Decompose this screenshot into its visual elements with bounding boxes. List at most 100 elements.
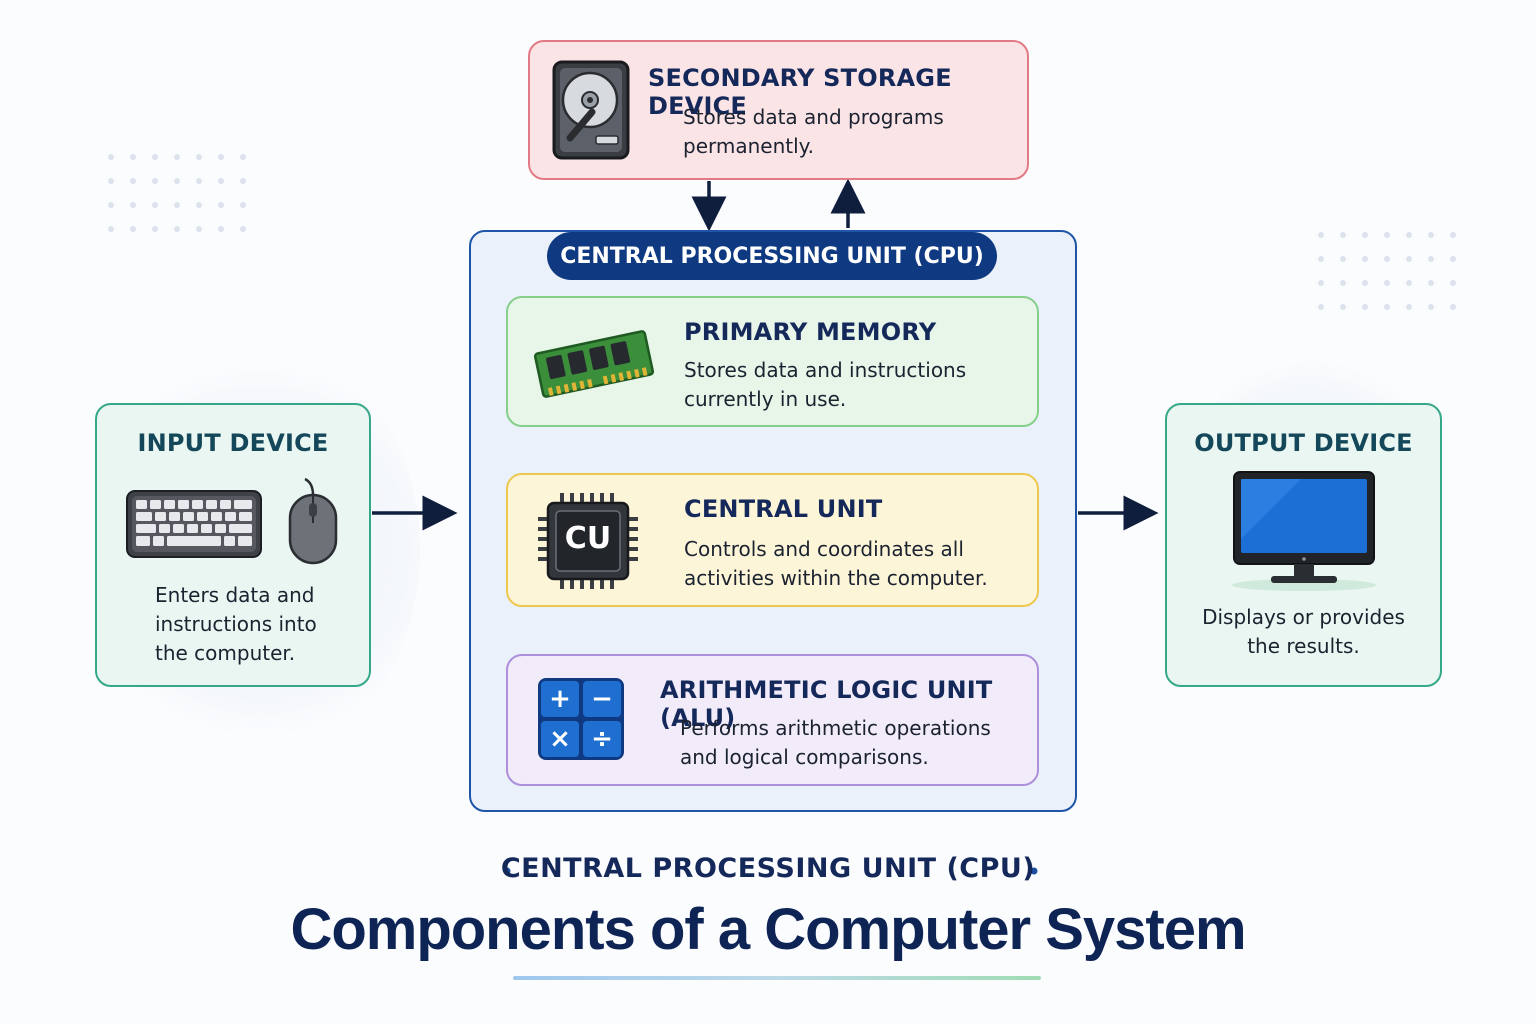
minus-key: − — [583, 681, 621, 717]
input-description: Enters data and instructions into the co… — [155, 581, 317, 668]
decorative-dot — [130, 178, 136, 184]
decorative-dot — [196, 202, 202, 208]
cu-desc-line: activities within the computer. — [684, 566, 988, 590]
storage-description: Stores data and programs permanently. — [683, 103, 1013, 161]
cu-desc-line: Controls and coordinates all — [684, 537, 964, 561]
monitor-icon — [1231, 469, 1377, 599]
decorative-dot — [1450, 304, 1456, 310]
memory-desc-line: currently in use. — [684, 387, 847, 411]
decorative-dot — [1406, 256, 1412, 262]
input-desc-line: instructions into — [155, 612, 317, 636]
decorative-dot — [174, 154, 180, 160]
decorative-dot — [1428, 232, 1434, 238]
hard-drive-icon — [552, 60, 630, 164]
decorative-dot — [1406, 232, 1412, 238]
storage-desc-line: permanently. — [683, 134, 815, 158]
decorative-dot — [1406, 280, 1412, 286]
diagram-title: Components of a Computer System — [290, 897, 1246, 962]
central-unit-description: Controls and coordinates all activities … — [684, 535, 988, 593]
decorative-dot — [1318, 304, 1324, 310]
keyboard-icon — [125, 489, 263, 563]
memory-desc-line: Stores data and instructions — [684, 358, 967, 382]
subtitle-decoration — [365, 867, 1160, 875]
decorative-dot — [1362, 232, 1368, 238]
decorative-dot — [1318, 280, 1324, 286]
memory-title: PRIMARY MEMORY — [684, 318, 937, 346]
decorative-dot — [240, 178, 246, 184]
output-desc-line: the results. — [1247, 634, 1360, 658]
ram-icon — [532, 316, 656, 416]
input-desc-line: Enters data and — [155, 583, 315, 607]
output-description: Displays or provides the results. — [1167, 603, 1440, 661]
decorative-dot — [152, 226, 158, 232]
decorative-dot — [1362, 304, 1368, 310]
mouse-icon — [287, 477, 339, 571]
decorative-dot — [1384, 280, 1390, 286]
decorative-dot — [1340, 256, 1346, 262]
decorative-dot — [130, 202, 136, 208]
storage-title: SECONDARY STORAGE DEVICE — [648, 64, 952, 120]
decorative-dot — [218, 226, 224, 232]
decorative-dot — [1450, 280, 1456, 286]
decorative-dot — [1340, 280, 1346, 286]
decorative-dot — [152, 178, 158, 184]
decorative-dot — [1362, 256, 1368, 262]
decorative-dot — [108, 178, 114, 184]
decorative-dot — [196, 154, 202, 160]
decorative-dot — [1384, 304, 1390, 310]
output-title: OUTPUT DEVICE — [1194, 429, 1413, 457]
diagram-subtitle: CENTRAL PROCESSING UNIT (CPU) — [500, 853, 1036, 884]
output-desc-line: Displays or provides — [1202, 605, 1405, 629]
memory-description: Stores data and instructions currently i… — [684, 356, 966, 414]
decorative-dot — [1406, 304, 1412, 310]
input-device-box: INPUT DEVICE Enters dat — [95, 403, 371, 687]
input-desc-line: the computer. — [155, 641, 296, 665]
multiply-key: × — [541, 721, 579, 757]
decorative-dot — [108, 154, 114, 160]
decorative-dot — [1340, 304, 1346, 310]
decorative-dot — [1362, 280, 1368, 286]
decorative-dot — [1428, 304, 1434, 310]
decorative-dot — [240, 154, 246, 160]
plus-key: + — [541, 681, 579, 717]
decorative-dot — [152, 154, 158, 160]
decorative-dot — [108, 226, 114, 232]
decorative-dot — [130, 226, 136, 232]
divide-key: ÷ — [583, 721, 621, 757]
decorative-dot — [196, 226, 202, 232]
central-unit-title: CENTRAL UNIT — [684, 495, 883, 523]
secondary-storage-box: SECONDARY STORAGE DEVICE Stores data and… — [528, 40, 1029, 180]
alu-box: + − × ÷ ARITHMETIC LOGIC UNIT (ALU) Perf… — [506, 654, 1039, 786]
decorative-dot — [1450, 232, 1456, 238]
output-device-box: OUTPUT DEVICE Displays or provides the r… — [1165, 403, 1442, 687]
decorative-dot — [108, 202, 114, 208]
decorative-dot — [218, 178, 224, 184]
decorative-dot — [1384, 232, 1390, 238]
decorative-dot — [1384, 256, 1390, 262]
alu-title: ARITHMETIC LOGIC UNIT (ALU) — [660, 676, 993, 732]
decorative-dot — [174, 226, 180, 232]
chip-label: CU — [564, 521, 612, 556]
cpu-title-pill: CENTRAL PROCESSING UNIT (CPU) — [547, 232, 997, 280]
decorative-dot — [218, 154, 224, 160]
decorative-dot — [1428, 280, 1434, 286]
storage-desc-line: Stores data and programs — [683, 105, 944, 129]
decorative-dot — [240, 226, 246, 232]
decorative-dot — [1318, 256, 1324, 262]
decorative-dot — [240, 202, 246, 208]
central-unit-box: CU CENTRAL UNIT Controls and coordinates… — [506, 473, 1039, 607]
decorative-dot — [1428, 256, 1434, 262]
decorative-dot — [196, 178, 202, 184]
decorative-dot — [1340, 232, 1346, 238]
alu-desc-line: and logical comparisons. — [680, 745, 929, 769]
title-underline — [513, 976, 1041, 980]
alu-desc-line: Performs arithmetic operations — [680, 716, 991, 740]
chip-icon: CU — [536, 491, 640, 595]
decorative-dot — [174, 202, 180, 208]
dot-grid-left — [108, 154, 262, 232]
alu-description: Performs arithmetic operations and logic… — [680, 714, 991, 772]
decorative-dot — [1450, 256, 1456, 262]
primary-memory-box: PRIMARY MEMORY Stores data and instructi… — [506, 296, 1039, 427]
decorative-dot — [174, 178, 180, 184]
dot-grid-right — [1318, 232, 1472, 310]
